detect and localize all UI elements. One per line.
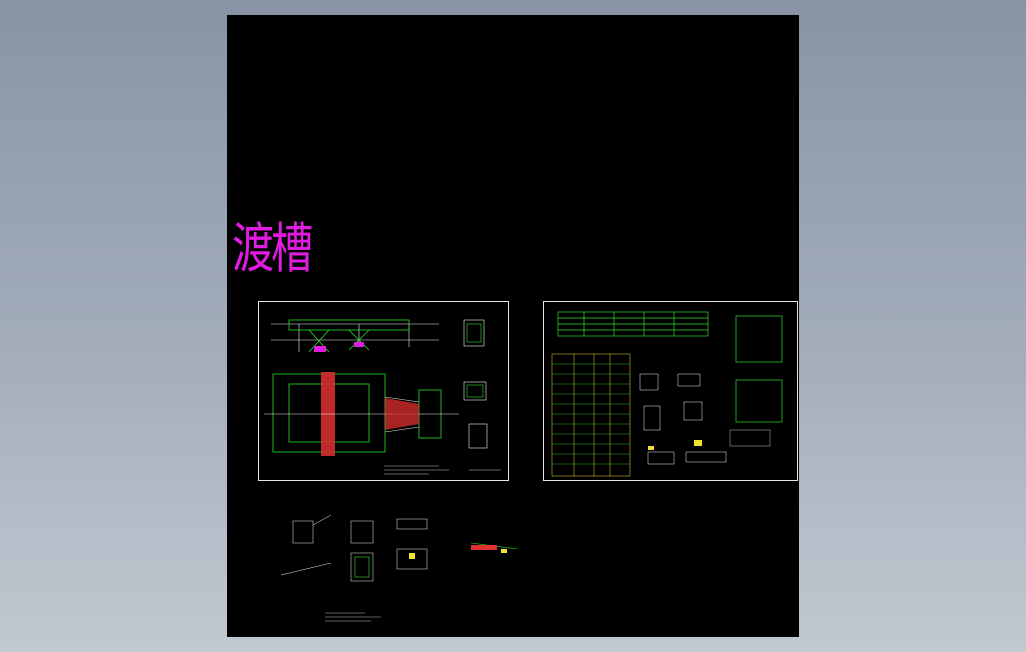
bottom-detail-cluster[interactable] bbox=[271, 505, 531, 635]
plan-elevation-drawing bbox=[264, 319, 501, 475]
reinforcement-drawing bbox=[551, 311, 783, 477]
drawing-sheet-reinforcement[interactable] bbox=[543, 301, 798, 481]
drawing-sheet-plan-elevation[interactable] bbox=[258, 301, 509, 481]
bottom-details-drawing bbox=[280, 514, 518, 622]
cad-model-space[interactable]: 渡槽 bbox=[227, 15, 799, 637]
drawing-title: 渡槽 bbox=[232, 217, 313, 280]
